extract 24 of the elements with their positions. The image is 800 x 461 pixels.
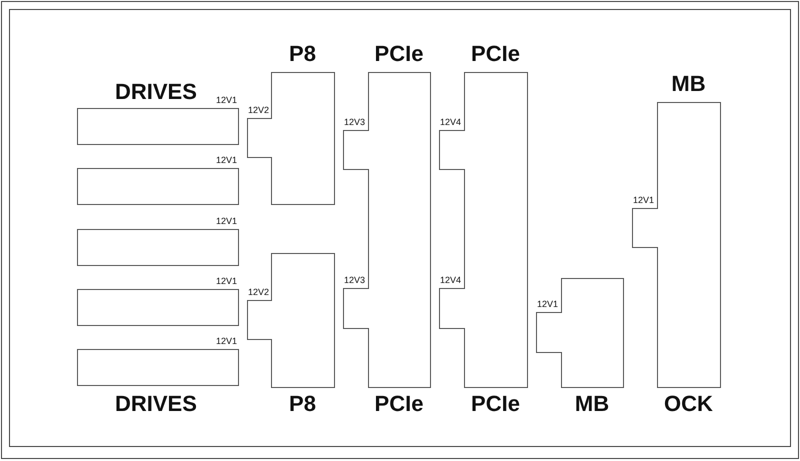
connector-title: PCIe xyxy=(374,393,424,417)
connector-title: PCIe xyxy=(374,43,424,67)
pin-label: 12V4 xyxy=(440,118,462,129)
pin-label: 12V1 xyxy=(537,300,560,311)
pin-label: 12V1 xyxy=(214,337,237,348)
pin-label: 12V1 xyxy=(214,277,237,288)
pin-label: 12V1 xyxy=(214,217,237,228)
group-title: DRIVES xyxy=(115,81,197,103)
connector-title: MB xyxy=(574,393,610,417)
pin-label: 12V2 xyxy=(248,288,270,299)
connector-title: P8 xyxy=(288,43,317,67)
connector-title: OCK xyxy=(663,393,714,417)
pin-label: 12V1 xyxy=(633,196,656,207)
pin-label: 12V3 xyxy=(344,118,366,129)
connector-title: P8 xyxy=(288,393,317,417)
connector-title: PCIe xyxy=(470,393,521,417)
connector-title: MB xyxy=(670,73,707,97)
group-title: DRIVES xyxy=(115,393,197,415)
pin-label: 12V1 xyxy=(214,96,237,107)
pin-label: 12V1 xyxy=(214,156,237,167)
pin-label: 12V4 xyxy=(440,276,462,287)
connector-title: PCIe xyxy=(470,43,521,67)
pin-label: 12V3 xyxy=(344,276,366,287)
pin-label: 12V2 xyxy=(248,106,270,117)
